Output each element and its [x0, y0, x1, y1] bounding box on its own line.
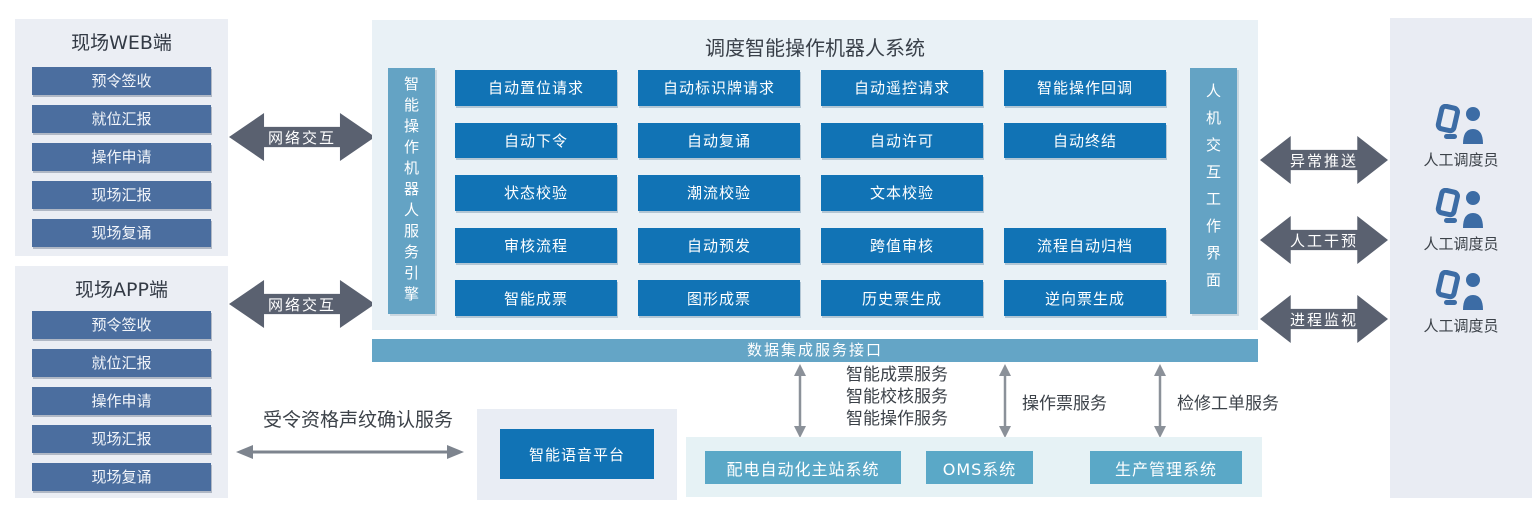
func-crossshift-review: 跨值审核 — [821, 227, 983, 264]
dispatcher-at-desk-icon — [1435, 270, 1483, 310]
grid-spacer — [1004, 175, 1166, 211]
robot-system-panel: 调度智能操作机器人系统 智能操作机器人服务引擎 人机交互工作界面 自动置位请求 … — [372, 20, 1258, 330]
web-terminal-title: 现场WEB端 — [71, 32, 172, 54]
operation-ticket-service-label: 操作票服务 — [1022, 394, 1107, 414]
exception-push-arrow: 异常推送 — [1260, 136, 1388, 184]
func-auto-tag-request: 自动标识牌请求 — [638, 70, 800, 106]
service-engine-bar: 智能操作机器人服务引擎 — [388, 68, 435, 314]
oms-system: OMS系统 — [926, 451, 1033, 484]
func-history-ticket: 历史票生成 — [821, 280, 983, 316]
updown-arrow-icon — [1154, 364, 1166, 438]
func-auto-position-request: 自动置位请求 — [455, 70, 617, 106]
func-state-check: 状态校验 — [455, 175, 617, 211]
dispatcher-group: 人工调度员 — [1390, 188, 1532, 254]
voice-platform-panel: 智能语音平台 — [477, 409, 677, 500]
func-auto-permit: 自动许可 — [821, 122, 983, 159]
network-arrow-web-label: 网络交互 — [267, 128, 336, 147]
func-smart-operation-callback: 智能操作回调 — [1004, 70, 1166, 106]
smart-operation-service: 智能操作服务 — [846, 409, 948, 429]
dispatcher-label: 人工调度员 — [1423, 151, 1499, 169]
dispatcher-label: 人工调度员 — [1423, 235, 1499, 253]
web-terminal-panel: 现场WEB端 预令签收 就位汇报 操作申请 现场汇报 现场复诵 — [15, 19, 228, 256]
web-item-site-report: 现场汇报 — [32, 181, 211, 209]
func-auto-preissue: 自动预发 — [638, 227, 800, 264]
external-systems-panel: 配电自动化主站系统 OMS系统 生产管理系统 — [686, 437, 1262, 497]
manual-intervention-label: 人工干预 — [1289, 231, 1358, 250]
ticket-services-label: 智能成票服务 智能校核服务 智能操作服务 — [846, 364, 948, 430]
hmi-interface-bar: 人机交互工作界面 — [1190, 68, 1237, 314]
data-integration-bar: 数据集成服务接口 — [372, 339, 1258, 362]
dispatcher-label: 人工调度员 — [1423, 317, 1499, 335]
func-auto-readback: 自动复诵 — [638, 122, 800, 159]
dispatcher-group: 人工调度员 — [1390, 104, 1532, 170]
app-item-inplace-report: 就位汇报 — [32, 349, 211, 377]
app-item-site-readback: 现场复诵 — [32, 463, 211, 491]
web-item-site-readback: 现场复诵 — [32, 219, 211, 247]
func-auto-terminate: 自动终结 — [1004, 122, 1166, 159]
smart-check-service: 智能校核服务 — [846, 387, 948, 407]
app-item-operation-apply: 操作申请 — [32, 387, 211, 415]
distribution-automation-system: 配电自动化主站系统 — [705, 451, 901, 484]
app-terminal-panel: 现场APP端 预令签收 就位汇报 操作申请 现场汇报 现场复诵 — [15, 266, 228, 498]
func-auto-command: 自动下令 — [455, 122, 617, 159]
app-item-site-report: 现场汇报 — [32, 425, 211, 453]
system-title: 调度智能操作机器人系统 — [705, 36, 925, 60]
maintenance-order-service-label: 检修工单服务 — [1177, 394, 1279, 414]
web-item-order-sign: 预令签收 — [32, 67, 211, 95]
func-review-flow: 审核流程 — [455, 227, 617, 264]
production-management-system: 生产管理系统 — [1090, 451, 1242, 484]
dispatcher-at-desk-icon — [1435, 104, 1483, 144]
exception-push-label: 异常推送 — [1289, 151, 1358, 170]
network-arrow-web: 网络交互 — [229, 113, 375, 161]
function-grid: 自动置位请求 自动标识牌请求 自动遥控请求 智能操作回调 自动下令 自动复诵 自… — [455, 70, 1166, 316]
func-auto-remote-request: 自动遥控请求 — [821, 70, 983, 106]
func-graphic-ticket: 图形成票 — [638, 280, 800, 316]
manual-intervention-arrow: 人工干预 — [1260, 216, 1388, 264]
network-arrow-app: 网络交互 — [229, 280, 375, 328]
voiceprint-service-label: 受令资格声纹确认服务 — [262, 409, 453, 431]
func-smart-ticket: 智能成票 — [455, 280, 617, 316]
dispatcher-panel: 人工调度员 人工调度员 人工调度员 — [1390, 18, 1532, 498]
leftright-arrow-icon — [236, 445, 464, 459]
app-item-order-sign: 预令签收 — [32, 311, 211, 339]
func-text-check: 文本校验 — [821, 175, 983, 211]
func-reverse-ticket: 逆向票生成 — [1004, 280, 1166, 316]
updown-arrow-icon — [794, 364, 806, 438]
func-powerflow-check: 潮流校验 — [638, 175, 800, 211]
network-arrow-app-label: 网络交互 — [267, 295, 336, 314]
process-monitor-arrow: 进程监视 — [1260, 295, 1388, 343]
app-terminal-title: 现场APP端 — [75, 279, 168, 301]
process-monitor-label: 进程监视 — [1289, 310, 1358, 329]
updown-arrow-icon — [999, 364, 1011, 438]
smart-voice-platform: 智能语音平台 — [500, 429, 654, 479]
func-auto-archive: 流程自动归档 — [1004, 227, 1166, 264]
web-item-inplace-report: 就位汇报 — [32, 105, 211, 133]
dispatcher-group: 人工调度员 — [1390, 270, 1532, 336]
dispatcher-at-desk-icon — [1435, 188, 1483, 228]
smart-ticket-service: 智能成票服务 — [846, 365, 948, 385]
web-item-operation-apply: 操作申请 — [32, 143, 211, 171]
